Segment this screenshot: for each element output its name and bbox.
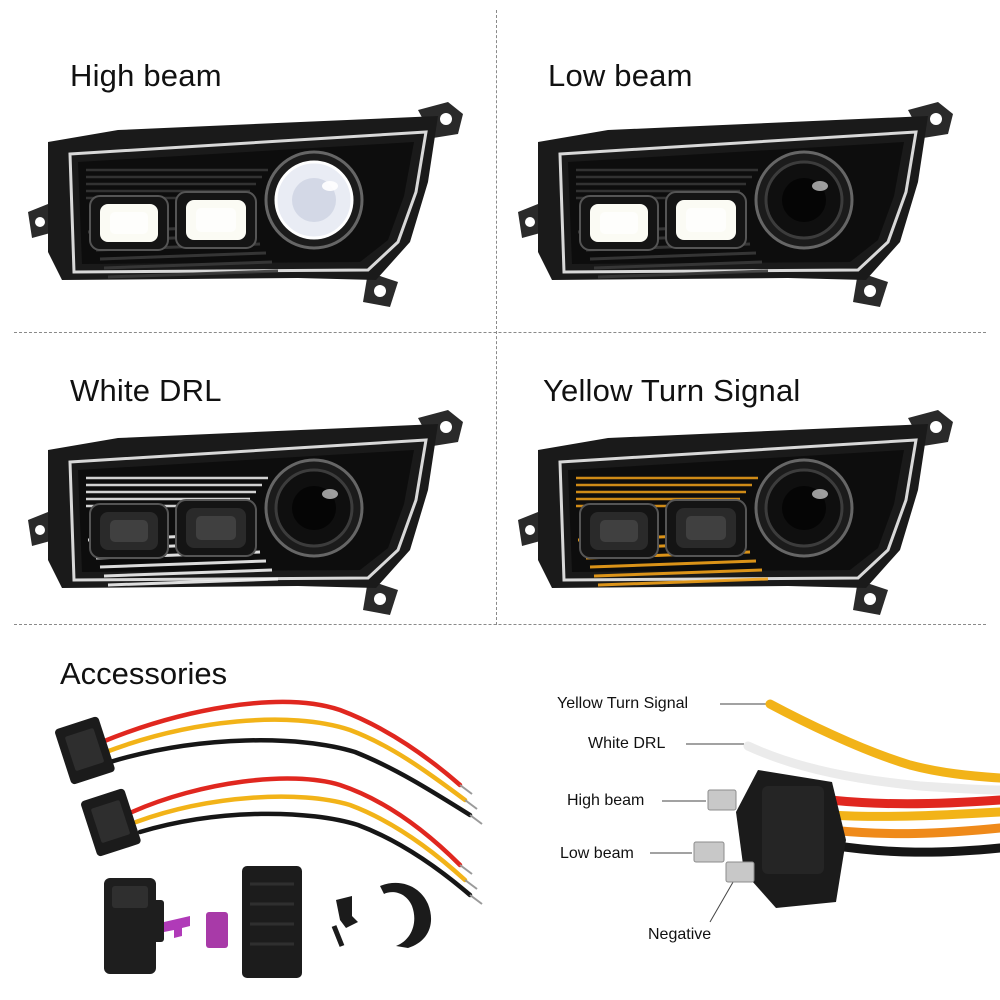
headlight-white-drl-image xyxy=(18,400,478,645)
wiring-diagram xyxy=(500,640,1000,1000)
panel-title-low-beam: Low beam xyxy=(548,58,693,93)
panel-title-high-beam: High beam xyxy=(70,58,222,93)
label-white-drl: White DRL xyxy=(588,735,666,752)
label-high-beam: High beam xyxy=(567,792,645,809)
headlight-low-beam-image xyxy=(508,92,968,337)
accessories-image xyxy=(40,690,500,990)
panel-title-yellow-turn-signal: Yellow Turn Signal xyxy=(543,373,801,408)
panel-title-white-drl: White DRL xyxy=(70,373,222,408)
accessories-title: Accessories xyxy=(60,656,228,691)
vertical-divider xyxy=(496,10,497,625)
horizontal-divider-top xyxy=(14,332,986,333)
label-negative: Negative xyxy=(648,926,712,943)
label-yellow-turn-signal: Yellow Turn Signal xyxy=(557,695,689,712)
horizontal-divider-bottom xyxy=(14,624,986,625)
label-low-beam: Low beam xyxy=(560,845,634,862)
headlight-high-beam-image xyxy=(18,92,478,337)
headlight-yellow-turn-signal-image xyxy=(508,400,968,645)
